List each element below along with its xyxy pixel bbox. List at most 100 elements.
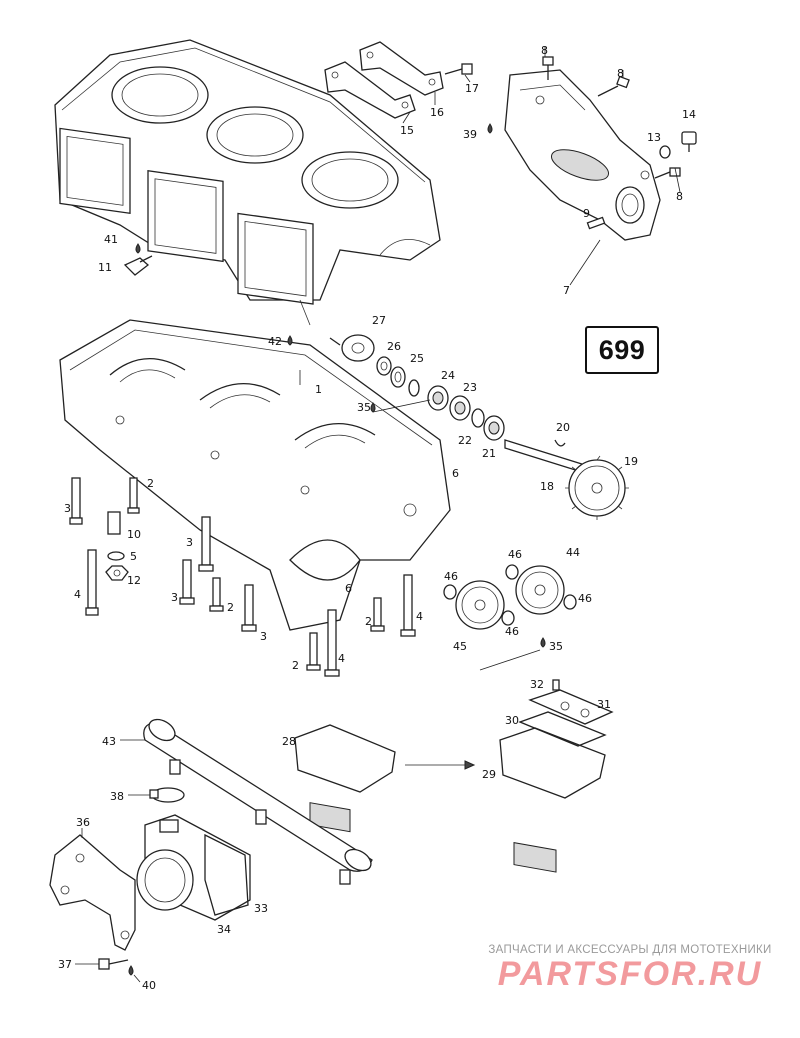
bolt-2-bottom — [306, 632, 321, 671]
watermark: ЗАПЧАСТИ И АКСЕССУАРЫ ДЛЯ МОТОТЕХНИКИ — [470, 944, 790, 956]
callout-8: 8 — [676, 190, 683, 203]
callout-labels: 1 2 2 2 2 3 3 3 3 4 4 4 5 6 6 7 8 8 8 9 … — [58, 44, 696, 992]
gasket-31 — [528, 689, 614, 725]
upper-crankcase — [54, 39, 441, 326]
callout-21: 21 — [482, 447, 496, 460]
callout-41: 41 — [104, 233, 118, 246]
callout-38: 38 — [110, 790, 124, 803]
bolt-4-bottom — [324, 609, 340, 677]
callout-46: 46 — [578, 592, 592, 605]
callout-3: 3 — [171, 591, 178, 604]
callout-7: 7 — [563, 284, 570, 297]
callout-8: 8 — [617, 67, 624, 80]
callout-36: 36 — [76, 816, 90, 829]
callout-46: 46 — [508, 548, 522, 561]
washer-46-c — [563, 594, 577, 610]
callout-2: 2 — [227, 601, 234, 614]
gear-19 — [565, 455, 629, 520]
bearing-21 — [483, 415, 505, 441]
callout-14: 14 — [682, 108, 696, 121]
callout-15: 15 — [400, 124, 414, 137]
callout-16: 16 — [430, 106, 444, 119]
bolt-8-top — [542, 56, 554, 80]
bolt-17 — [444, 63, 473, 75]
callout-37: 37 — [58, 958, 72, 971]
bolt-2-lower-right — [370, 597, 385, 632]
washer-22 — [471, 408, 485, 428]
callout-1: 1 — [315, 383, 322, 396]
bolt-2-center — [209, 577, 224, 612]
spacer-10 — [107, 511, 121, 535]
bearing-23-a — [427, 385, 449, 411]
bracket-36 — [49, 834, 136, 951]
callout-32: 32 — [530, 678, 544, 691]
bolt-37 — [98, 958, 129, 970]
callout-39: 39 — [463, 128, 477, 141]
screw-14 — [681, 131, 697, 152]
callout-45: 45 — [453, 640, 467, 653]
reed-valve-28 — [294, 724, 396, 833]
bolt-3-center-b — [179, 559, 195, 605]
pin-9 — [586, 216, 606, 230]
callout-46: 46 — [505, 625, 519, 638]
callout-40: 40 — [142, 979, 156, 992]
sealant-35-bottom — [540, 637, 546, 648]
callout-4: 4 — [74, 588, 81, 601]
stud-4-left — [85, 549, 99, 616]
callout-3: 3 — [64, 502, 71, 515]
callout-2: 2 — [292, 659, 299, 672]
stud-2-left — [127, 477, 140, 514]
callout-42: 42 — [268, 335, 282, 348]
gear-44 — [515, 565, 565, 615]
callout-2: 2 — [147, 477, 154, 490]
callout-2: 2 — [365, 615, 372, 628]
page-number-badge: 699 — [585, 326, 659, 374]
nut-12 — [105, 565, 129, 581]
assembly-arrow — [405, 760, 476, 770]
washer-46-a — [443, 584, 457, 600]
gasket-30 — [518, 711, 607, 747]
bolt-4-right — [400, 574, 416, 637]
callout-29: 29 — [482, 768, 496, 781]
callout-35: 35 — [549, 640, 563, 653]
sealant-41 — [135, 243, 141, 254]
sealant-40 — [128, 965, 134, 976]
rotary-valve-disc-27 — [329, 334, 375, 362]
washer-46-b — [505, 564, 519, 580]
callout-19: 19 — [624, 455, 638, 468]
callout-25: 25 — [410, 352, 424, 365]
callout-33: 33 — [254, 902, 268, 915]
callout-6: 6 — [345, 582, 352, 595]
watermark-tagline: ЗАПЧАСТИ И АКСЕССУАРЫ ДЛЯ МОТОТЕХНИКИ — [488, 944, 772, 956]
washer-46-d — [501, 610, 515, 626]
washer-13 — [659, 145, 671, 159]
stud-3-left — [69, 477, 83, 525]
bearing-23-b — [449, 395, 471, 421]
seal-26 — [376, 356, 392, 376]
callout-27: 27 — [372, 314, 386, 327]
callout-43: 43 — [102, 735, 116, 748]
bolt-3-center-c — [241, 584, 257, 632]
callout-6: 6 — [452, 467, 459, 480]
circlip-20 — [554, 439, 566, 447]
callout-13: 13 — [647, 131, 661, 144]
ring-25 — [390, 366, 406, 388]
callout-23: 23 — [463, 381, 477, 394]
watermark-logo-text: PARTSFOR.RU — [498, 955, 762, 993]
bolt-3-center-a — [198, 516, 214, 572]
callout-35: 35 — [357, 401, 371, 414]
fitting-11 — [123, 255, 153, 276]
callout-3: 3 — [260, 630, 267, 643]
callout-12: 12 — [127, 574, 141, 587]
callout-3: 3 — [186, 536, 193, 549]
callout-8: 8 — [541, 44, 548, 57]
washer-5 — [107, 551, 125, 561]
spacer-24 — [408, 379, 420, 397]
callout-30: 30 — [505, 714, 519, 727]
callout-22: 22 — [458, 434, 472, 447]
callout-31: 31 — [597, 698, 611, 711]
carb-adaptor-34 — [136, 814, 251, 921]
callout-26: 26 — [387, 340, 401, 353]
callout-46: 46 — [444, 570, 458, 583]
